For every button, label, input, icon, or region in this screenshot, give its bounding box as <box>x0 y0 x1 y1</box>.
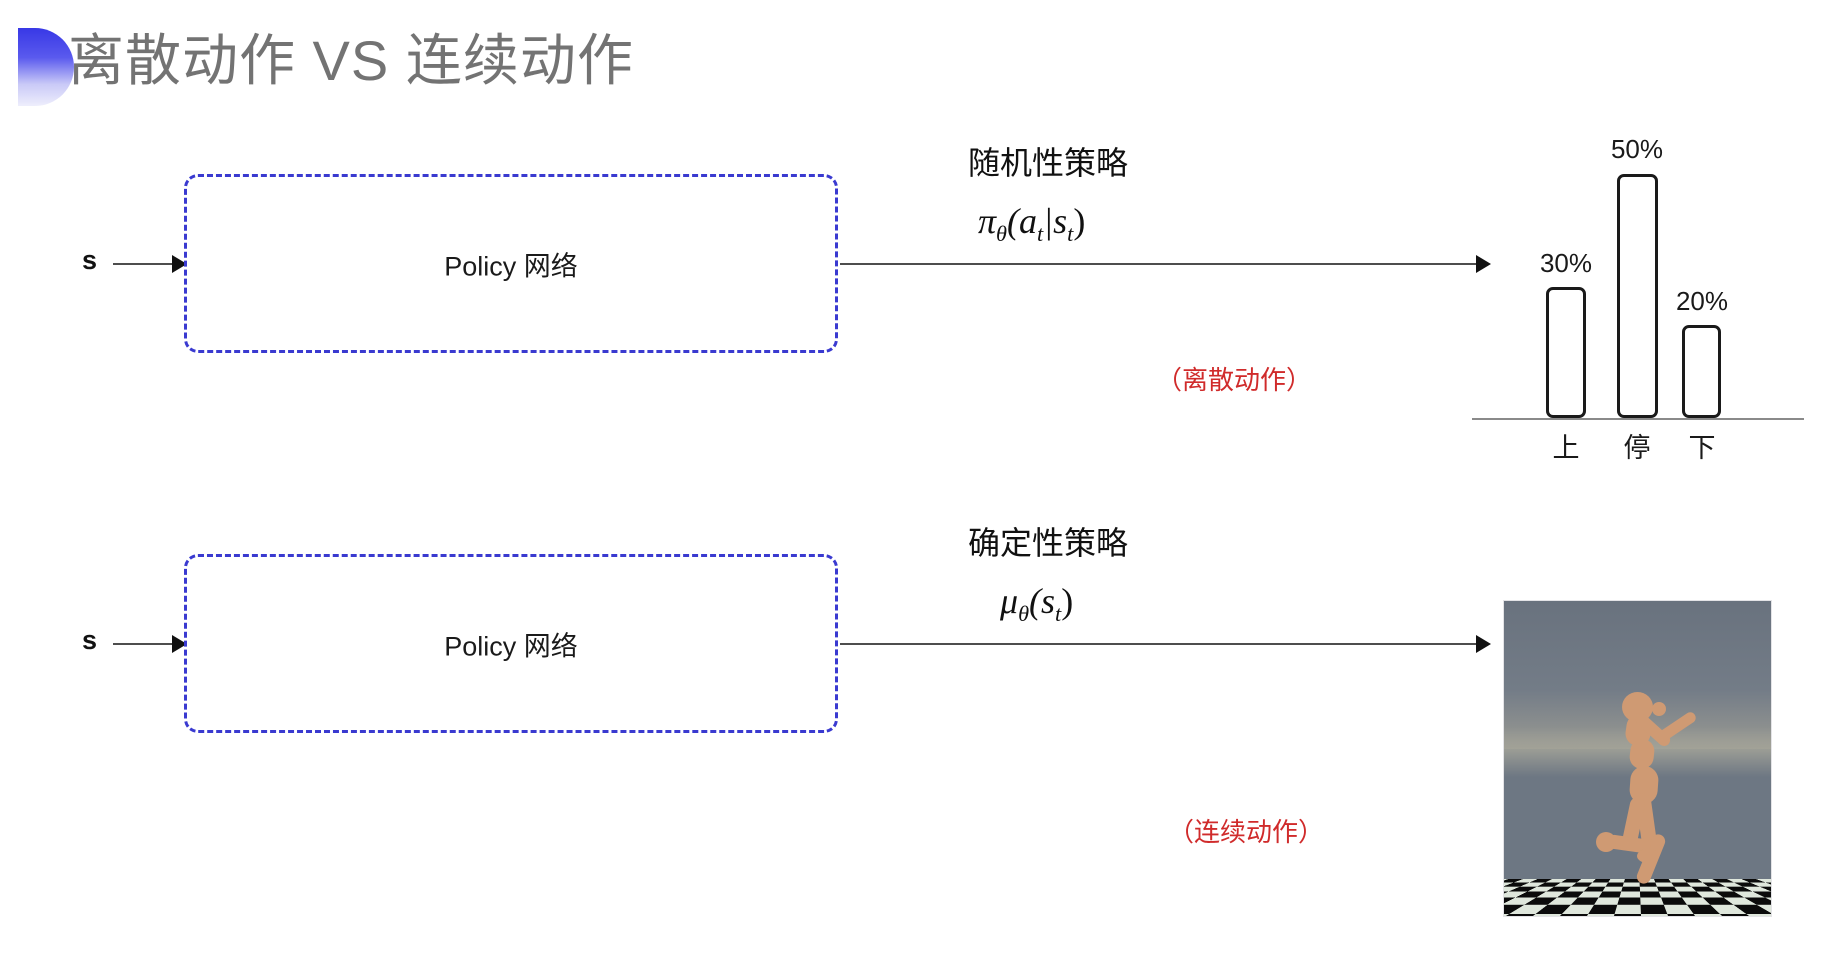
input-arrow-line-continuous <box>113 643 175 645</box>
action-probability-chart: 30% 上 50% 停 20% 下 <box>1470 100 1810 463</box>
bar-category-0: 上 <box>1552 433 1580 463</box>
formula-stochastic-policy: πθ(at|st) <box>978 200 1085 247</box>
formula-close-paren-2: ) <box>1061 581 1074 621</box>
bar-1 <box>1617 174 1658 418</box>
formula-t-sub-2: t <box>1067 221 1074 247</box>
formula-open-paren-2: (s <box>1029 581 1056 621</box>
output-arrow-line-discrete <box>840 263 1480 265</box>
page-title: 离散动作 VS 连续动作 <box>68 29 634 92</box>
formula-t-sub-3: t <box>1055 601 1062 627</box>
bar-category-2: 下 <box>1688 433 1716 463</box>
note-discrete-action: （离散动作） <box>1156 365 1313 395</box>
chart-x-axis <box>1472 418 1804 420</box>
bar-category-1: 停 <box>1623 433 1651 463</box>
formula-mu-symbol: μ <box>1000 581 1019 621</box>
output-arrow-line-continuous <box>840 643 1480 645</box>
bar-0 <box>1546 287 1586 418</box>
formula-theta-sub-1: θ <box>996 221 1008 247</box>
policy-kind-deterministic: 确定性策略 <box>968 525 1129 561</box>
formula-pi-symbol: π <box>978 201 997 241</box>
humanoid-simulation-image <box>1503 600 1772 917</box>
slide-bottom-edge <box>0 960 1846 966</box>
output-arrow-head-continuous <box>1476 635 1491 653</box>
bar-value-1: 50% <box>1610 134 1664 164</box>
policy-network-box-discrete[interactable]: Policy 网络 <box>184 174 838 353</box>
policy-network-label-discrete: Policy 网络 <box>444 251 578 281</box>
formula-t-sub-1: t <box>1037 221 1044 247</box>
formula-theta-sub-2: θ <box>1018 601 1030 627</box>
humanoid-hand <box>1652 702 1666 716</box>
input-arrow-head-discrete <box>172 255 187 273</box>
input-state-label-discrete: s <box>82 245 98 275</box>
formula-deterministic-policy: μθ(st) <box>1000 580 1073 627</box>
humanoid-foot <box>1637 849 1659 863</box>
formula-conditional-bar: |s <box>1043 201 1068 241</box>
bar-value-2: 20% <box>1675 286 1729 316</box>
output-arrow-head-discrete <box>1476 255 1491 273</box>
simulation-checkerboard-floor <box>1504 879 1771 916</box>
humanoid-knee-ball <box>1596 832 1616 852</box>
bar-2 <box>1682 325 1721 418</box>
note-continuous-action: （连续动作） <box>1168 817 1325 847</box>
input-arrow-head-continuous <box>172 635 187 653</box>
policy-kind-stochastic: 随机性策略 <box>968 145 1129 181</box>
bar-value-0: 30% <box>1539 248 1593 278</box>
formula-close-paren-1: ) <box>1073 201 1086 241</box>
policy-network-label-continuous: Policy 网络 <box>444 631 578 661</box>
input-arrow-line-discrete <box>113 263 175 265</box>
input-state-label-continuous: s <box>82 625 98 655</box>
formula-open-paren-1: (a <box>1007 201 1038 241</box>
policy-network-box-continuous[interactable]: Policy 网络 <box>184 554 838 733</box>
title-bullet-icon <box>18 28 74 106</box>
